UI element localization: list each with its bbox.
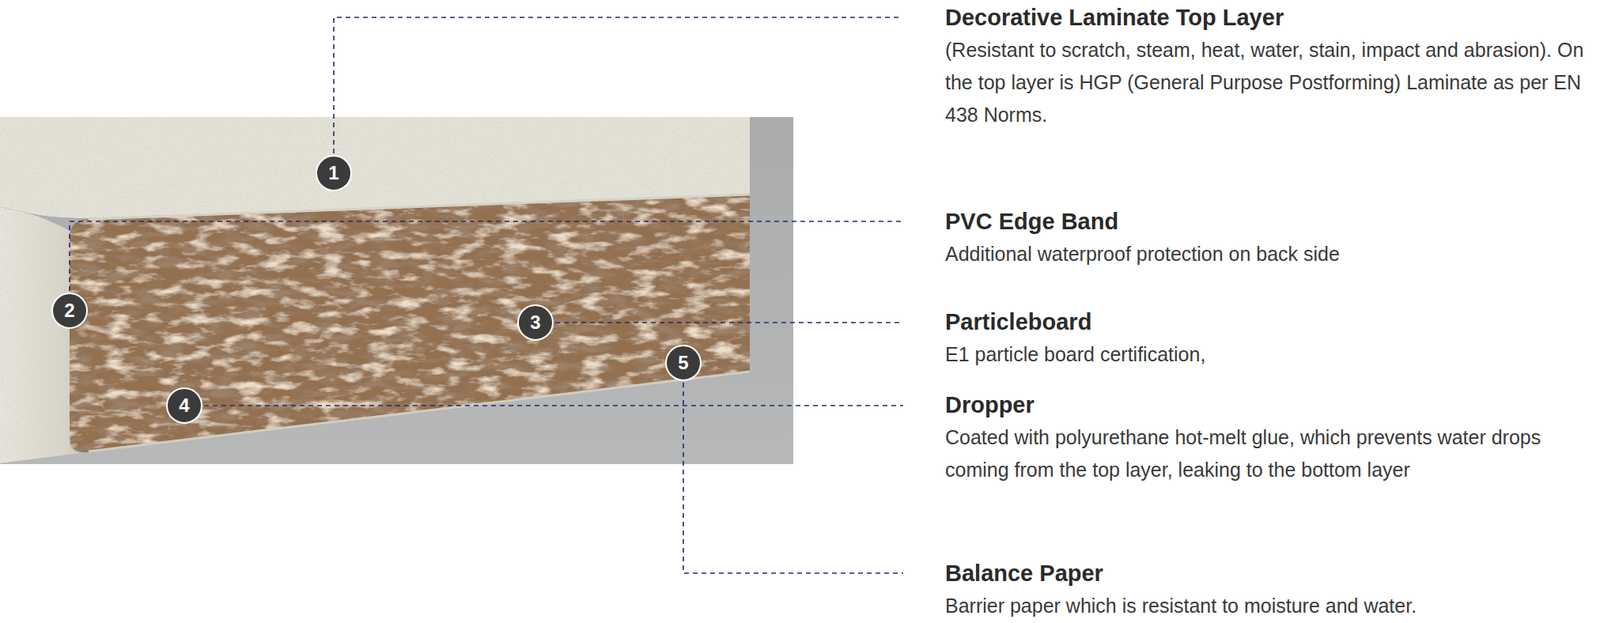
part-heading: Decorative Laminate Top Layer (945, 3, 1593, 31)
callout-number: 3 (529, 313, 541, 333)
laminate-layer-line (88, 194, 750, 220)
part-description: (Resistant to scratch, steam, heat, wate… (945, 34, 1593, 132)
callout-circle: 4 (166, 387, 203, 424)
callout-circle: 1 (315, 155, 352, 192)
particleboard-face (69, 194, 750, 453)
callout-circle: 2 (51, 292, 88, 330)
part-heading: PVC Edge Band (945, 208, 1593, 235)
leader-line (683, 382, 904, 574)
leader-line (204, 404, 904, 407)
part-description: Additional waterproof protection on back… (945, 238, 1593, 271)
part-heading: Dropper (945, 391, 1593, 419)
callout-circle: 3 (517, 304, 554, 341)
callout-circle: 5 (665, 344, 702, 382)
balance-paper-line (88, 371, 750, 452)
callout-number: 2 (64, 301, 75, 321)
leader-lines (69, 17, 904, 574)
leader-line (69, 221, 904, 292)
part-heading: Particleboard (945, 308, 1593, 336)
leader-line (333, 17, 902, 154)
part-description: Barrier paper which is resistant to mois… (945, 590, 1593, 623)
photo-background (0, 117, 794, 465)
callout-number: 4 (178, 396, 190, 416)
callout-number: 1 (328, 163, 339, 183)
part-heading: Balance Paper (945, 559, 1593, 587)
part-description: E1 particle board certification, (945, 338, 1593, 371)
part-description: Coated with polyurethane hot-melt glue, … (945, 421, 1593, 487)
callout-number: 5 (677, 353, 689, 373)
leader-line (555, 321, 904, 324)
